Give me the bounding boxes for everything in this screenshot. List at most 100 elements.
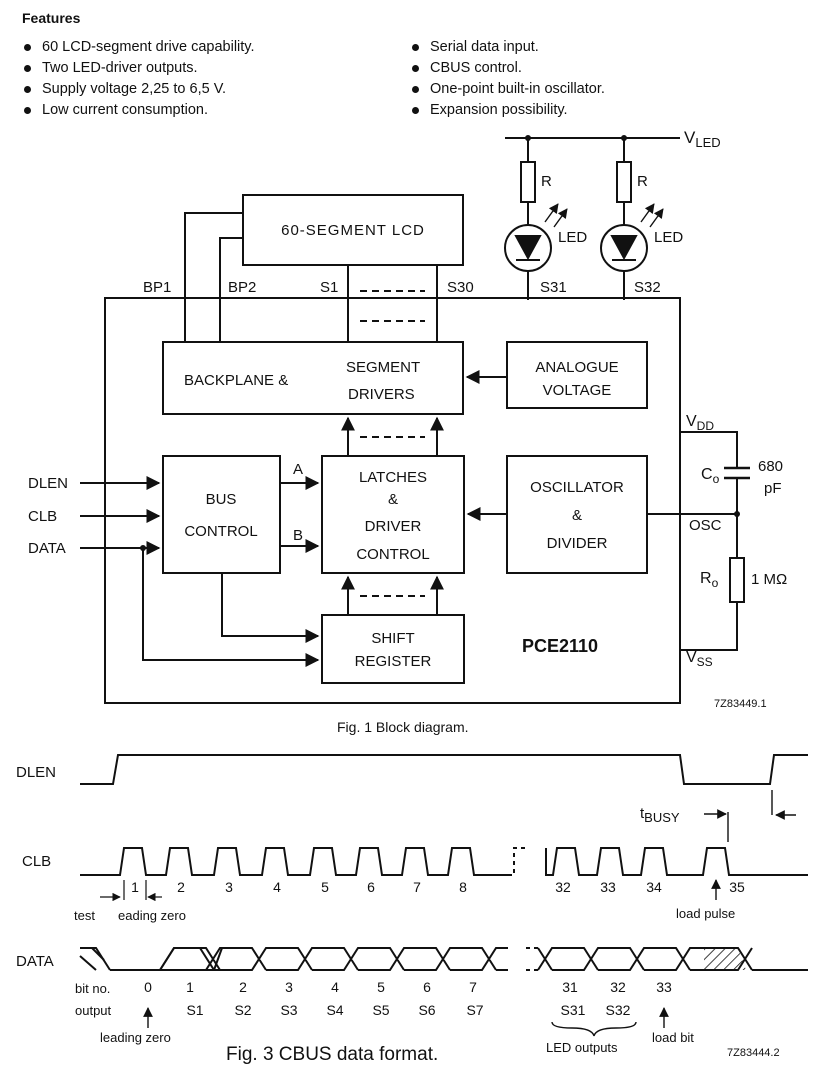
svg-text:PCE2110: PCE2110 [522,636,598,656]
feature-item: Supply voltage 2,25 to 6,5 V. [22,79,255,100]
svg-text:ANALOGUE: ANALOGUE [535,359,618,376]
svg-text:5: 5 [377,979,385,995]
resistor-1 [520,161,536,203]
svg-text:OSC: OSC [689,517,722,534]
svg-text:BP2: BP2 [228,279,256,296]
svg-text:S1: S1 [320,279,338,296]
svg-text:34: 34 [646,879,662,895]
svg-text:pF: pF [764,480,782,497]
svg-text:leading zero: leading zero [100,1030,171,1045]
timing-diagram [79,754,808,1037]
svg-text:SHIFT: SHIFT [371,630,414,647]
dlen-waveform [80,754,808,785]
analogue-voltage-box [506,341,648,409]
feature-item: CBUS control. [410,58,605,79]
svg-text:load pulse: load pulse [676,906,735,921]
svg-text:S32: S32 [606,1002,631,1018]
svg-text:BACKPLANE &: BACKPLANE & [184,372,288,389]
shift-register-box [321,614,465,684]
svg-text:eading zero: eading zero [118,908,186,923]
svg-text:35: 35 [729,879,745,895]
svg-text:2: 2 [177,879,185,895]
svg-text:1: 1 [131,879,139,895]
svg-text:Fig. 1 Block diagram.: Fig. 1 Block diagram. [337,719,469,735]
svg-text:6: 6 [367,879,375,895]
svg-text:S2: S2 [234,1002,251,1018]
block-diagram [80,135,750,704]
svg-text:LED: LED [558,229,587,246]
svg-text:S1: S1 [186,1002,203,1018]
lcd-box [242,194,464,266]
svg-text:1: 1 [186,979,194,995]
svg-text:DATA: DATA [28,540,66,557]
svg-text:Ro: Ro [700,570,719,590]
svg-text:680: 680 [758,458,783,475]
svg-text:REGISTER: REGISTER [355,653,432,670]
svg-text:1 MΩ: 1 MΩ [751,571,787,588]
svg-text:S31: S31 [561,1002,586,1018]
svg-text:S30: S30 [447,279,474,296]
svg-text:32: 32 [555,879,571,895]
features-list-right: Serial data input. CBUS control. One-poi… [410,37,605,121]
svg-text:DIVIDER: DIVIDER [547,535,608,552]
svg-text:CLB: CLB [28,508,57,525]
bus-control-box [162,455,281,574]
clb-waveform [80,847,508,876]
svg-text:2: 2 [239,979,247,995]
svg-text:DLEN: DLEN [16,764,56,781]
svg-text:VSS: VSS [686,649,713,669]
svg-text:CLB: CLB [22,853,51,870]
svg-text:7Z83444.2: 7Z83444.2 [727,1047,780,1059]
svg-text:SEGMENT: SEGMENT [346,359,420,376]
svg-text:S3: S3 [280,1002,297,1018]
svg-text:3: 3 [225,879,233,895]
svg-text:6: 6 [423,979,431,995]
feature-item: One-point built-in oscillator. [410,79,605,100]
svg-text:R: R [637,173,648,190]
svg-text:load bit: load bit [652,1030,694,1045]
svg-text:7: 7 [469,979,477,995]
svg-text:DRIVER: DRIVER [365,518,422,535]
svg-text:&: & [572,507,582,524]
svg-text:BP1: BP1 [143,279,171,296]
svg-text:S31: S31 [540,279,567,296]
svg-text:LATCHES: LATCHES [359,469,427,486]
svg-text:S4: S4 [326,1002,343,1018]
svg-text:32: 32 [610,979,626,995]
svg-text:VOLTAGE: VOLTAGE [543,382,612,399]
svg-text:0: 0 [144,979,152,995]
svg-text:60-SEGMENT LCD: 60-SEGMENT LCD [281,222,425,239]
svg-text:&: & [388,491,398,508]
svg-text:R: R [541,173,552,190]
latches-box [321,455,465,574]
feature-item: Two LED-driver outputs. [22,58,255,79]
svg-text:DATA: DATA [16,953,54,970]
svg-text:33: 33 [600,879,616,895]
svg-text:tBUSY: tBUSY [640,805,680,825]
svg-text:33: 33 [656,979,672,995]
svg-text:bit no.: bit no. [75,981,110,996]
feature-item: Expansion possibility. [410,100,605,121]
svg-text:DLEN: DLEN [28,475,68,492]
svg-text:BUS: BUS [206,491,237,508]
svg-text:OSCILLATOR: OSCILLATOR [530,479,624,496]
block-diagram-labels: VLED R R LED LED 60-SEGMENT LCD BP1 BP2 … [28,128,787,735]
svg-text:3: 3 [285,979,293,995]
svg-text:CONTROL: CONTROL [356,546,429,563]
svg-text:4: 4 [273,879,281,895]
svg-text:S5: S5 [372,1002,389,1018]
svg-text:VDD: VDD [686,413,714,433]
svg-text:CONTROL: CONTROL [184,523,257,540]
svg-text:7Z83449.1: 7Z83449.1 [714,698,767,710]
svg-text:5: 5 [321,879,329,895]
svg-text:S6: S6 [418,1002,435,1018]
timing-labels: DLEN CLB DATA tBUSY 1 2 3 4 5 6 7 8 32 3… [16,764,780,1065]
svg-text:LED: LED [654,229,683,246]
feature-item: Serial data input. [410,37,605,58]
svg-text:8: 8 [459,879,467,895]
svg-text:7: 7 [413,879,421,895]
resistor-ro [729,557,745,603]
svg-text:test: test [74,908,95,923]
